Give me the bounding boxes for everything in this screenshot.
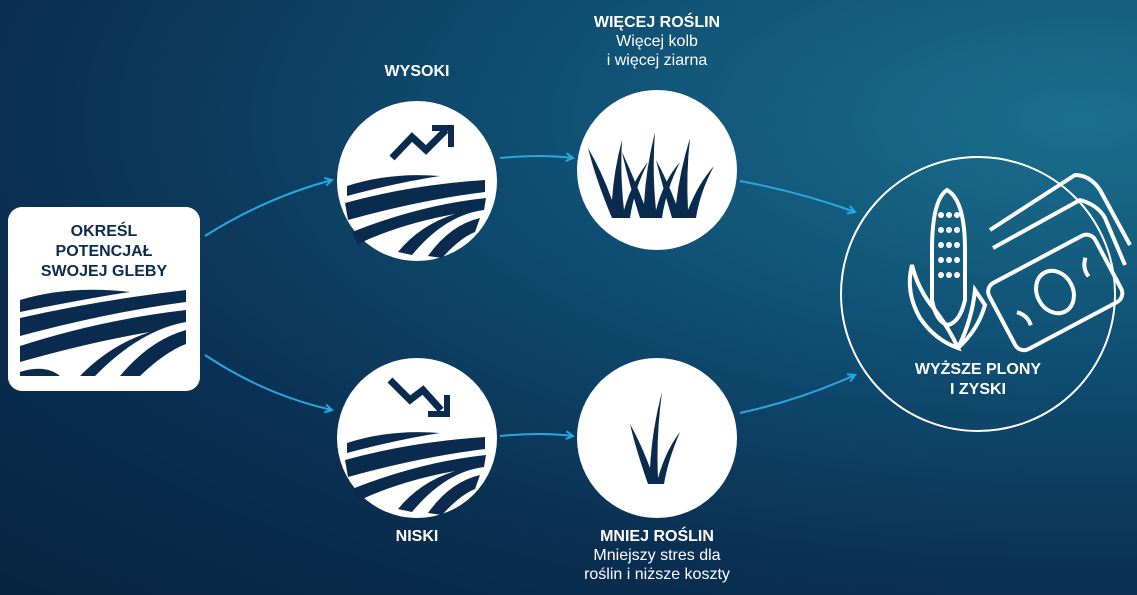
fewer-plants-label: MNIEJ ROŚLIN Mniejszy stres dla roślin i…: [547, 527, 767, 584]
arrow-start-to-high: [204, 180, 332, 237]
money-icon: [986, 173, 1132, 353]
arrow-low-to-fewer: [499, 434, 573, 436]
start-box: [8, 207, 200, 391]
start-label-line1: OKREŚL: [70, 223, 138, 240]
grass-icon: [630, 392, 680, 484]
field-icon: [20, 289, 186, 376]
more-plants-line1: Więcej kolb: [616, 33, 698, 50]
result-line2: I ZYSKI: [949, 381, 1006, 398]
connector-arrows: [204, 156, 855, 436]
corn-icon: [907, 187, 988, 352]
field-icon: [345, 175, 486, 258]
grass-icon: [588, 132, 714, 218]
start-label-line2: POTENCJAŁ: [55, 243, 153, 260]
fewer-plants-title: MNIEJ ROŚLIN: [600, 528, 714, 545]
arrow-fewer-to-result: [739, 375, 855, 414]
low-circle: [337, 358, 497, 518]
result-label: WYŻSZE PLONY I ZYSKI: [888, 360, 1068, 400]
result-circle: [840, 156, 1132, 432]
trend-down-icon: [387, 377, 450, 417]
trend-up-icon: [389, 125, 454, 161]
more-plants-line2: i więcej ziarna: [606, 52, 708, 69]
start-label-line3: SWOJEJ GLEBY: [40, 263, 168, 280]
arrow-start-to-low: [204, 354, 332, 410]
fewer-plants-circle: [577, 358, 737, 518]
low-label: NISKI: [395, 528, 439, 545]
field-icon: [345, 432, 486, 515]
start-box-label: OKREŚL POTENCJAŁ SWOJEJ GLEBY: [8, 222, 200, 282]
more-plants-title: WIĘCEJ ROŚLIN: [593, 14, 721, 31]
arrow-high-to-more: [499, 156, 573, 158]
fewer-plants-line1: Mniejszy stres dla: [593, 547, 721, 564]
arrow-more-to-result: [739, 180, 855, 212]
more-plants-circle: [577, 90, 737, 250]
high-label: WYSOKI: [384, 63, 450, 80]
fewer-plants-line2: roślin i niższe koszty: [584, 566, 730, 583]
more-plants-label: WIĘCEJ ROŚLIN Więcej kolb i więcej ziarn…: [557, 13, 757, 70]
result-line1: WYŻSZE PLONY: [914, 361, 1042, 378]
high-circle: [337, 101, 497, 261]
